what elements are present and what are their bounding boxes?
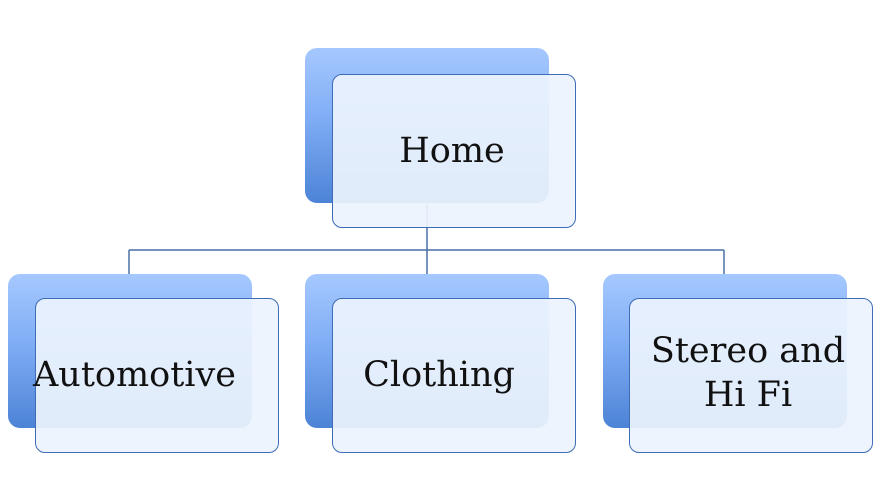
node-home-box: Home xyxy=(332,74,576,228)
node-stereo-hifi-box: Stereo and Hi Fi xyxy=(629,298,873,453)
node-clothing-label: Clothing xyxy=(363,354,515,395)
node-stereo-hifi-label: Stereo and Hi Fi xyxy=(650,330,846,415)
node-home-label: Home xyxy=(399,131,505,171)
node-automotive-label: Automotive xyxy=(33,354,236,395)
node-clothing-box: Clothing xyxy=(332,298,576,453)
node-automotive-box: Automotive xyxy=(33,298,279,453)
